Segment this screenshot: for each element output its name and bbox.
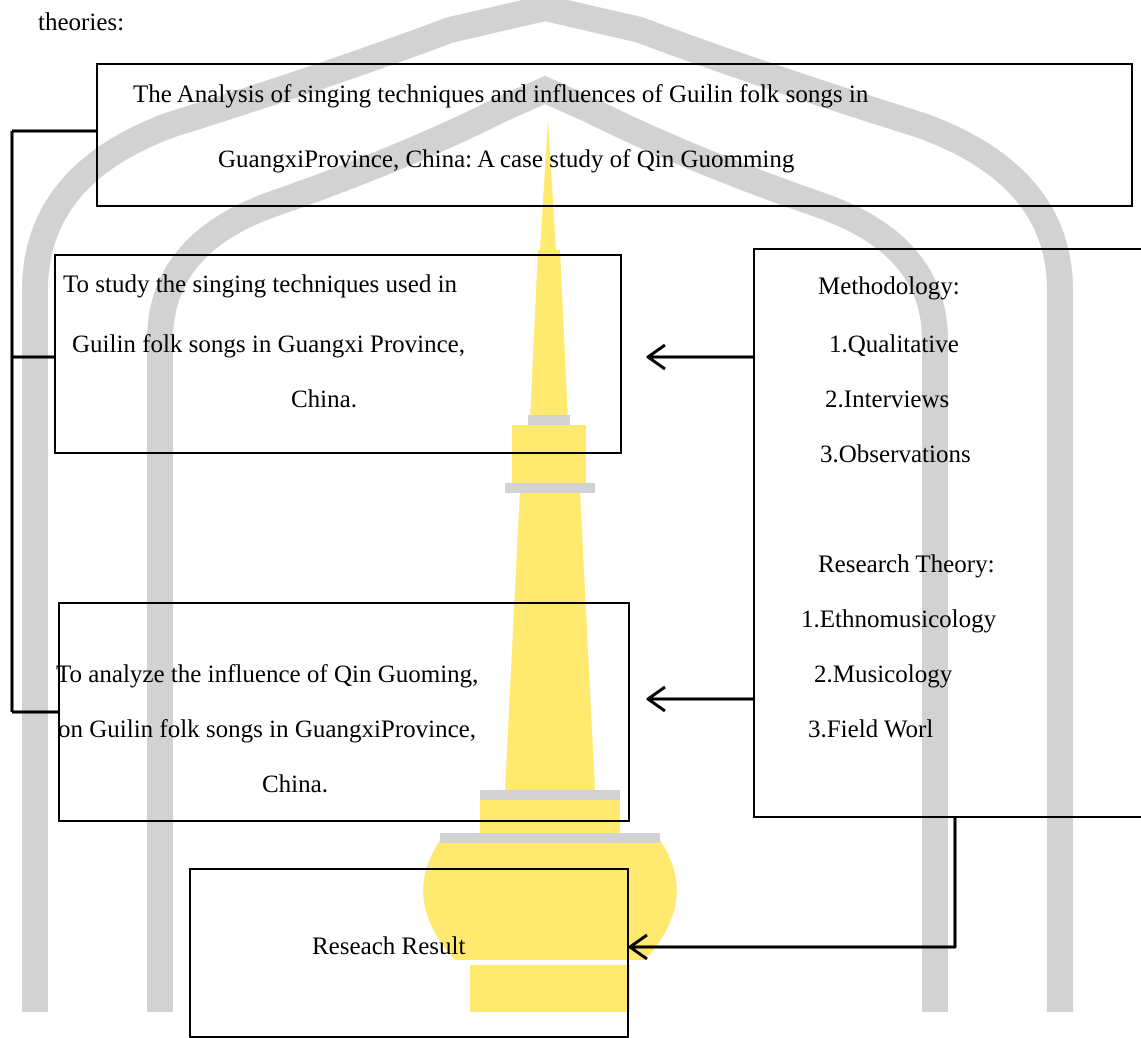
methods-box <box>753 248 1141 818</box>
methodology-item-1: 1.Qualitative <box>829 331 959 358</box>
title-line-1: The Analysis of singing techniques and i… <box>133 81 869 108</box>
title-box <box>96 63 1133 207</box>
result-label: Reseach Result <box>312 933 466 960</box>
methodology-item-2: 2.Interviews <box>825 386 950 413</box>
objective-2-box <box>58 602 630 822</box>
objective-1-line-3: China. <box>291 386 357 413</box>
objective-1-box <box>54 254 622 454</box>
intro-text-fragment: theories: <box>38 9 125 36</box>
connector-lines <box>10 129 957 961</box>
diagram-canvas: theories: The Analysis of singing techni… <box>10 0 1141 1038</box>
objective-1-line-1: To study the singing techniques used in <box>63 271 458 298</box>
theory-item-3: 3.Field Worl <box>808 716 934 743</box>
title-line-2: GuangxiProvince, China: A case study of … <box>218 146 795 173</box>
methodology-heading: Methodology: <box>818 273 960 300</box>
objective-2-line-2: on Guilin folk songs in GuangxiProvince, <box>58 716 477 743</box>
watermark-emblem <box>22 0 1073 1012</box>
objective-2-line-1: To analyze the influence of Qin Guoming, <box>56 661 479 688</box>
methodology-item-3: 3.Observations <box>820 441 971 468</box>
objective-2-line-3: China. <box>262 771 328 798</box>
theory-item-1: 1.Ethnomusicology <box>801 606 997 633</box>
theory-heading: Research Theory: <box>818 551 995 578</box>
theory-item-2: 2.Musicology <box>814 661 953 688</box>
objective-1-line-2: Guilin folk songs in Guangxi Province, <box>72 331 466 358</box>
